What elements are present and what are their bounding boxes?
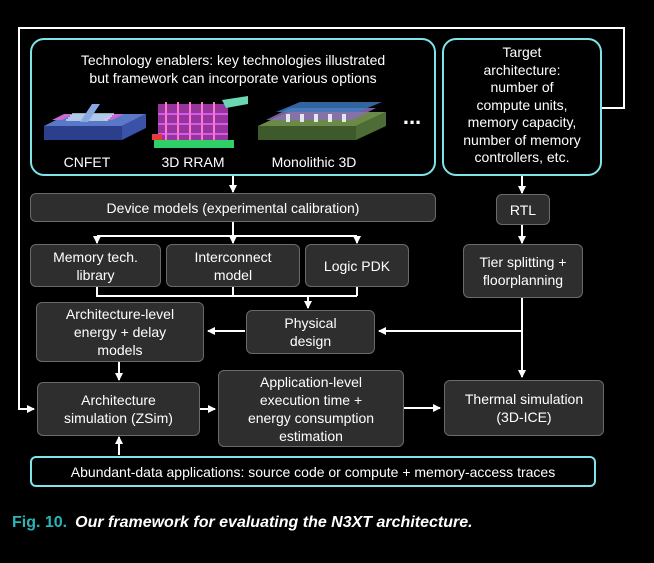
device-models-box: Device models (experimental calibration) <box>30 193 436 222</box>
cnfet-illustration <box>44 104 146 140</box>
memory-tech-library-box: Memory tech. library <box>30 244 161 287</box>
monolithic-3d-illustration <box>258 102 386 140</box>
figure-caption: Fig. 10. Our framework for evaluating the… <box>12 514 473 532</box>
technology-enablers-title: Technology enablers: key technologies il… <box>80 52 386 86</box>
tech-item-monolithic-3d: Monolithic 3D <box>271 154 357 170</box>
more-technologies-ellipsis: ... <box>402 104 422 129</box>
architecture-simulation-box: Architecture simulation (ZSim) <box>37 382 200 436</box>
tech-item-3d-rram: 3D RRAM <box>161 154 225 170</box>
tech-item-cnfet: CNFET <box>63 154 111 170</box>
figure-number: Fig. 10. <box>12 514 68 531</box>
figure-caption-text: Our framework for evaluating the N3XT ar… <box>75 514 473 531</box>
abundant-data-applications-box: Abundant-data applications: source code … <box>30 456 596 487</box>
target-architecture-text: Target architecture: number of compute u… <box>463 44 581 165</box>
logic-pdk-box: Logic PDK <box>305 244 409 287</box>
rtl-box: RTL <box>496 194 550 225</box>
target-architecture-box <box>442 38 602 176</box>
architecture-energy-delay-box: Architecture-level energy + delay models <box>36 302 204 362</box>
technology-enablers-box <box>30 38 436 176</box>
rram-3d-illustration <box>152 96 248 148</box>
application-level-estimation-box: Application-level execution time + energ… <box>218 370 404 447</box>
thermal-simulation-box: Thermal simulation (3D-ICE) <box>444 380 604 436</box>
physical-design-box: Physical design <box>246 310 375 354</box>
interconnect-model-box: Interconnect model <box>166 244 300 287</box>
tier-splitting-box: Tier splitting + floorplanning <box>463 244 583 298</box>
